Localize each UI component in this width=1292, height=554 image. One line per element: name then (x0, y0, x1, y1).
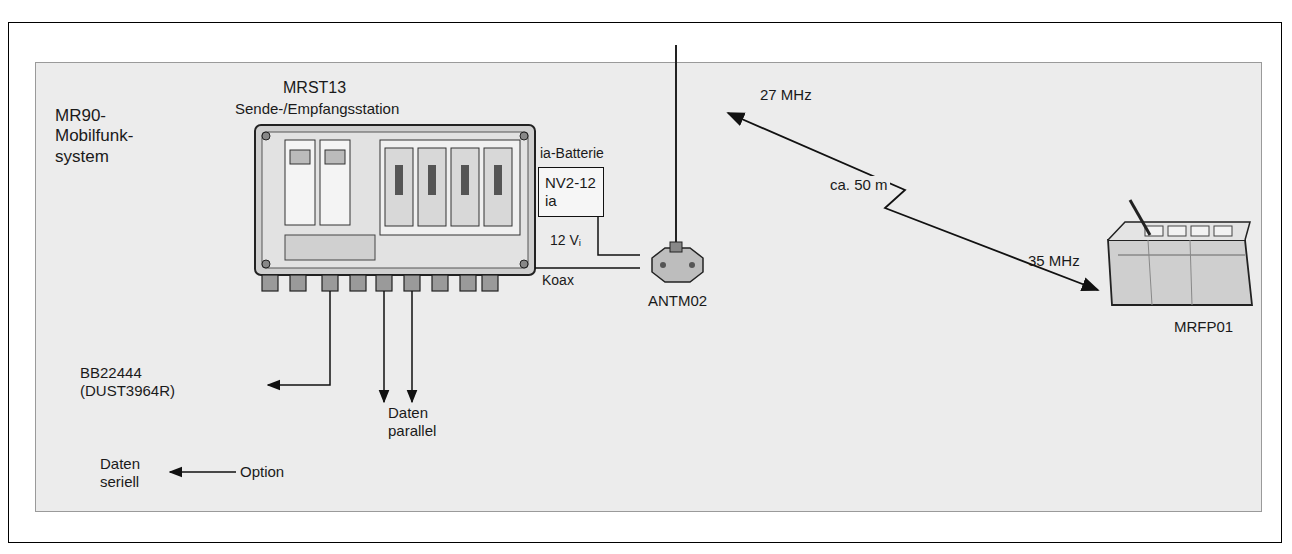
signal-wires (170, 291, 412, 472)
figure-ground (35, 62, 1262, 512)
node-heading: ANTM02 (648, 292, 728, 310)
caption-label: BB22444 (DUST3964R) (80, 364, 200, 400)
caption-label: Option (240, 463, 320, 481)
caption-label: 27 MHz (760, 86, 840, 104)
mobile-device (1108, 200, 1252, 305)
device-node: MRFP01 (1098, 200, 1263, 340)
edge-label: Koax (540, 272, 576, 289)
node-heading: ia-Batterie (540, 145, 630, 162)
station-node: MRST13Sende-/Empfangsstation (230, 78, 535, 293)
caption-label: MR90- Mobilfunk- system (55, 106, 155, 167)
antenna-node: ANTM02 (640, 40, 720, 312)
node-label: NV2-12 ia (545, 174, 597, 210)
node-heading: MRST13 (283, 78, 403, 97)
caption-label: Daten parallel (388, 404, 448, 440)
caption-label: 35 MHz (1028, 252, 1108, 270)
edge-label: ca. 50 m (828, 176, 890, 194)
caption-label: Daten seriell (100, 455, 160, 491)
node-heading: MRFP01 (1174, 318, 1254, 336)
cable-line (598, 217, 640, 255)
station-housing (255, 125, 535, 291)
battery-box: ia-BatterieNV2-12 ia (538, 145, 604, 217)
cable-line (535, 267, 640, 269)
node-label: Sende-/Empfangsstation (235, 100, 495, 118)
edge-label: 12 Vᵢ (548, 232, 583, 249)
antenna (652, 45, 703, 282)
